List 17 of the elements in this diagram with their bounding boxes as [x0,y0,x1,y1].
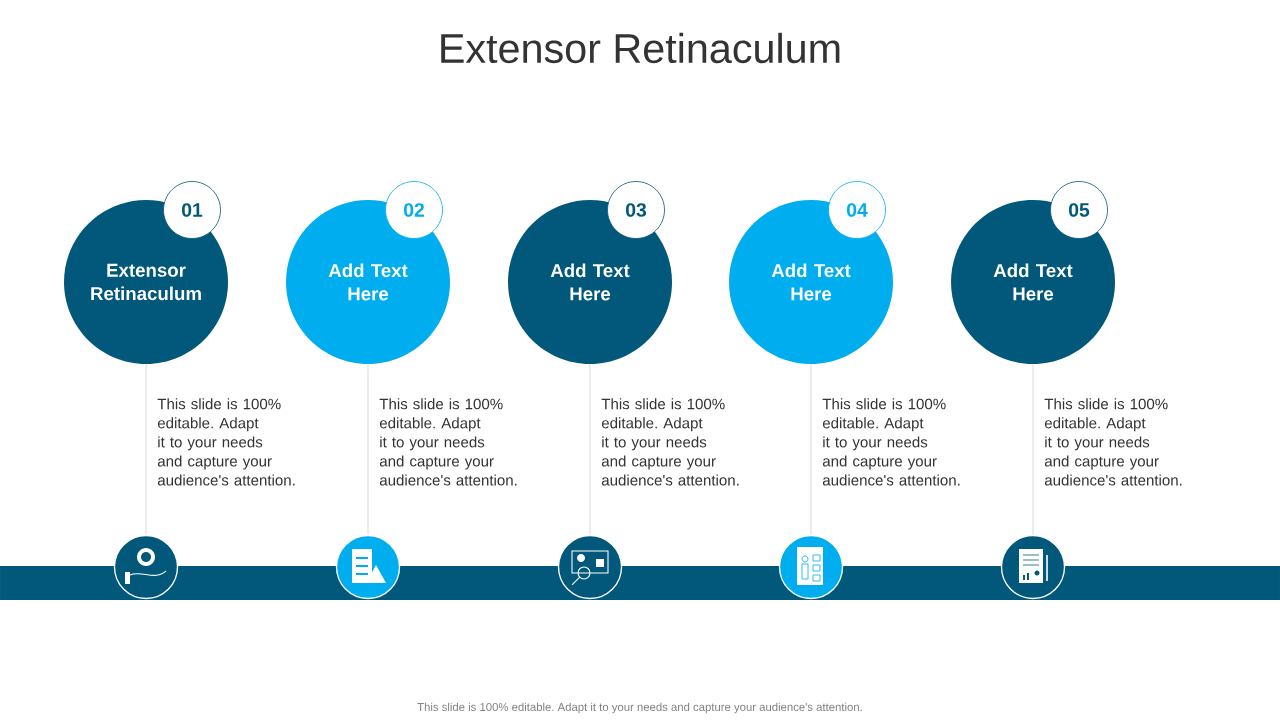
icon-circle [113,534,179,600]
icon-circle [1000,534,1066,600]
number-badge: 05 [1050,181,1108,239]
number-badge: 04 [828,181,886,239]
footer-note: This slide is 100% editable. Adapt it to your needs and capture your audience's attention. [417,702,862,714]
description-text: This slide is 100% editable. Adapt it to your needs and capture your audience's attention. [822,398,960,486]
icon-circle [335,534,401,600]
number-badge: 03 [607,181,665,239]
icon-circle [778,534,844,600]
description-text: This slide is 100% editable. Adapt it to your needs and capture your audience's attention. [157,398,295,486]
description-text: This slide is 100% editable. Adapt it to your needs and capture your audience's attention. [1044,398,1182,486]
number-badge: 02 [385,181,443,239]
description-text: This slide is 100% editable. Adapt it to your needs and capture your audience's attention. [601,398,739,486]
icon-circle [557,534,623,600]
title: Extensor Retinaculum [441,32,840,64]
number-badge: 01 [163,181,221,239]
description-text: This slide is 100% editable. Adapt it to your needs and capture your audience's attention. [379,398,517,486]
